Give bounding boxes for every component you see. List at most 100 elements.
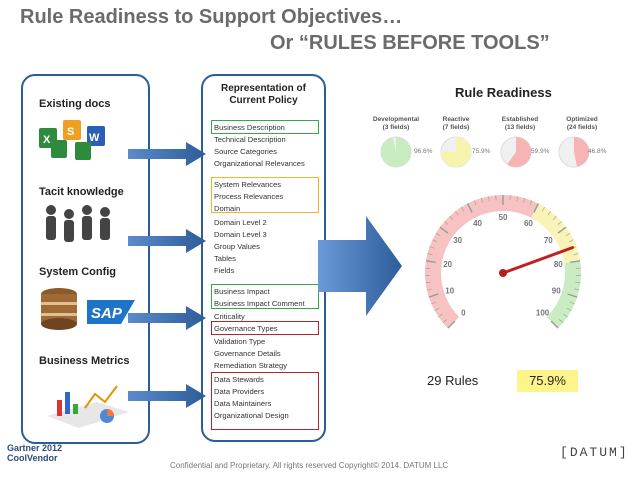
gauge-tick (541, 206, 546, 212)
gauge-tick (529, 200, 532, 206)
level-percent: 46.8% (588, 148, 607, 155)
field-item: Remediation Strategy (214, 361, 288, 370)
gauge-tick (429, 246, 435, 249)
arrow-right-icon (128, 229, 206, 253)
gauge-tick (427, 253, 433, 256)
box-green-description (211, 120, 319, 134)
field-item: Fields (214, 266, 235, 275)
arrow-right-icon (128, 142, 206, 166)
field-item: Governance Details (214, 349, 281, 358)
level-gauge-fill (381, 137, 411, 167)
gauge-tick (568, 239, 574, 243)
arrow-right-icon (128, 306, 206, 330)
level-percent: 96.6% (414, 148, 433, 155)
charts-icon (47, 385, 129, 428)
slide-title-line2: Or “RULES BEFORE TOOLS” (270, 32, 550, 54)
field-item: Process Relevances (214, 192, 284, 201)
gauge-tick (533, 203, 540, 213)
field-item: Business Description (214, 123, 285, 132)
gauge-tick (426, 288, 432, 291)
level-fields: (3 fields) (382, 124, 410, 131)
gauge-tick (557, 226, 567, 234)
gauge-tick-label: 30 (453, 236, 462, 245)
level-name: Developmental (372, 116, 420, 123)
gauge-tick-label: 70 (544, 236, 553, 245)
gartner-line1: Gartner 2012 (7, 443, 63, 453)
gauge-needle (501, 246, 575, 275)
section-label-system-config: System Config (39, 266, 117, 278)
field-item: Data Maintainers (214, 399, 272, 408)
gauge-tick (431, 301, 437, 305)
level-name: Reactive (442, 116, 470, 123)
level-label: Developmental (3 fields) (366, 116, 426, 132)
box-green-impact (211, 284, 319, 309)
gauge-tick (575, 281, 581, 284)
gauge-tick (460, 206, 465, 212)
gauge-tick (425, 281, 431, 284)
rules-count: 29 Rules (427, 373, 479, 388)
level-fields: (13 fields) (504, 124, 536, 131)
gauge-tick (565, 233, 571, 237)
big-arrow-right-icon (318, 216, 402, 316)
mini-gauges (380, 136, 590, 168)
field-item: Validation Type (214, 337, 266, 346)
field-item: Data Stewards (214, 375, 264, 384)
gauge-tick-label: 100 (536, 309, 550, 318)
gauge-tick (516, 196, 518, 202)
field-item: Business Impact (214, 287, 270, 296)
datum-logo-text: DATUM (569, 445, 619, 460)
gauge-tick (547, 211, 552, 216)
level-gauge-fill (441, 137, 471, 167)
level-label: Reactive (7 fields) (426, 116, 486, 132)
sap-logo-text: SAP (91, 305, 123, 322)
level-percent: 59.9% (531, 148, 550, 155)
gauge-tick-label: 60 (524, 219, 533, 228)
gauge-tick (566, 307, 572, 311)
representation-title-line1: Representation of (220, 83, 306, 94)
gauge-tick (435, 233, 441, 237)
gauge-tick (447, 320, 456, 329)
slide-title-line1: Rule Readiness to Support Objectives… (20, 6, 403, 28)
gauge-tick-label: 50 (499, 213, 508, 222)
office-docs-icon: X S W (39, 120, 105, 160)
field-item: Technical Description (214, 135, 286, 144)
gauge-tick (569, 301, 575, 305)
section-label-tacit-knowledge: Tacit knowledge (39, 186, 124, 198)
representation-title-line2: Current Policy (229, 95, 298, 106)
field-item: Domain (214, 204, 241, 213)
box-yellow-relevances (211, 177, 319, 213)
field-item: Domain Level 3 (214, 230, 267, 239)
level-name: Established (501, 116, 539, 123)
gauge-tick (425, 260, 436, 264)
level-gauge-fill (507, 137, 531, 167)
gauge-tick (432, 239, 438, 243)
gartner-line2: CoolVendor (7, 453, 58, 463)
gauge-band-red (425, 195, 539, 329)
section-label-business-metrics: Business Metrics (39, 355, 130, 367)
datum-logo: [DATUM] (560, 445, 629, 460)
gauge-tick (523, 198, 526, 203)
level-fields: (7 fields) (442, 124, 470, 131)
field-item: Organizational Relevances (214, 159, 305, 168)
footer-copyright: Confidential and Proprietary. All rights… (170, 461, 449, 470)
gauge-tick (449, 215, 454, 220)
field-item: Governance Types (214, 324, 278, 333)
representation-title: Representation of Current Policy (203, 83, 324, 107)
gauge-tick (454, 211, 459, 216)
representation-panel: Representation of Current Policy Busines… (201, 74, 326, 442)
readiness-percent-badge: 75.9% (517, 370, 578, 392)
svg-text:X: X (43, 134, 51, 146)
svg-text:W: W (89, 132, 100, 144)
field-item: Organizational Design (214, 411, 289, 420)
field-item: System Relevances (214, 180, 282, 189)
level-gauge-fill (574, 137, 589, 167)
gauge-tick-label: 90 (552, 286, 561, 295)
arrow-right-icon (128, 384, 206, 408)
gauge-tick-label: 20 (443, 260, 452, 269)
field-item: Source Categories (214, 147, 277, 156)
gauge-band-green (546, 260, 581, 329)
gauge-tick (474, 200, 477, 206)
gauge-tick (573, 253, 579, 256)
level-label: Optimized (24 fields) (552, 116, 612, 132)
